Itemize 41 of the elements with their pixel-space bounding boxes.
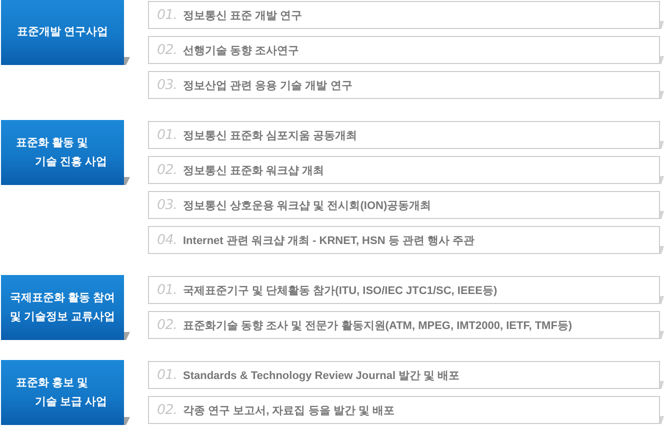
item-text: 정보통신 표준 개발 연구 [183,8,302,22]
item-text: 정보산업 관련 응용 기술 개발 연구 [183,78,352,92]
item-box [148,396,660,424]
item-number: 02. [157,402,178,418]
item-number: 01. [157,367,178,383]
item-number: 02. [157,317,178,333]
item-text: 정보통신 상호운용 워크샵 및 전시회(ION)공동개최 [183,198,432,212]
item-text: 국제표준기구 및 단체활동 참가(ITU, ISO/IEC JTC1/SC, IEEE등) [183,284,498,298]
item-box [148,1,660,29]
item-number: 03. [157,77,178,93]
item-text: 선행기술 동향 조사연구 [183,44,300,58]
item-box [148,36,660,64]
item-number: 01. [157,7,178,23]
item-box [148,276,660,304]
item-number: 01. [157,282,178,298]
category-box [1,120,124,185]
category-title: 국제표준화 활동 참여 및 기술정보 교류사업 [8,290,116,324]
item-text: Internet 관련 워크샵 개최 - KRNET, HSN 등 관련 행사 주관 [183,234,475,248]
item-number: 02. [157,42,178,58]
item-text: Standards & Technology Review Journal 발간 및 배포 [183,368,460,382]
item-box [148,191,660,219]
item-number: 03. [157,197,178,213]
item-box [148,226,660,254]
item-box [148,71,660,99]
item-text: 표준화기술 동향 조사 및 전문가 활동지원(ATM, MPEG, IMT2000, IETF, TMF등) [183,318,572,332]
category-box [1,275,124,340]
category-title: 표준화 홍보 및 기술 보급 사업 [16,376,107,410]
item-box [148,156,660,184]
item-text: 각종 연구 보고서, 자료집 등을 발간 및 배포 [183,404,394,418]
category-box [1,360,124,425]
item-box [148,361,660,389]
item-text: 정보통신 표준화 워크샵 개최 [183,164,324,178]
item-box [148,121,660,149]
category-title: 표준개발 연구사업 [16,25,110,40]
item-number: 04. [157,232,178,248]
category-title: 표준화 활동 및 기술 진흥 사업 [16,136,107,170]
category-box [1,0,124,65]
item-box [148,311,660,339]
item-number: 02. [157,162,178,178]
item-text: 정보통신 표준화 심포지움 공동개최 [183,128,358,142]
item-number: 01. [157,127,178,143]
